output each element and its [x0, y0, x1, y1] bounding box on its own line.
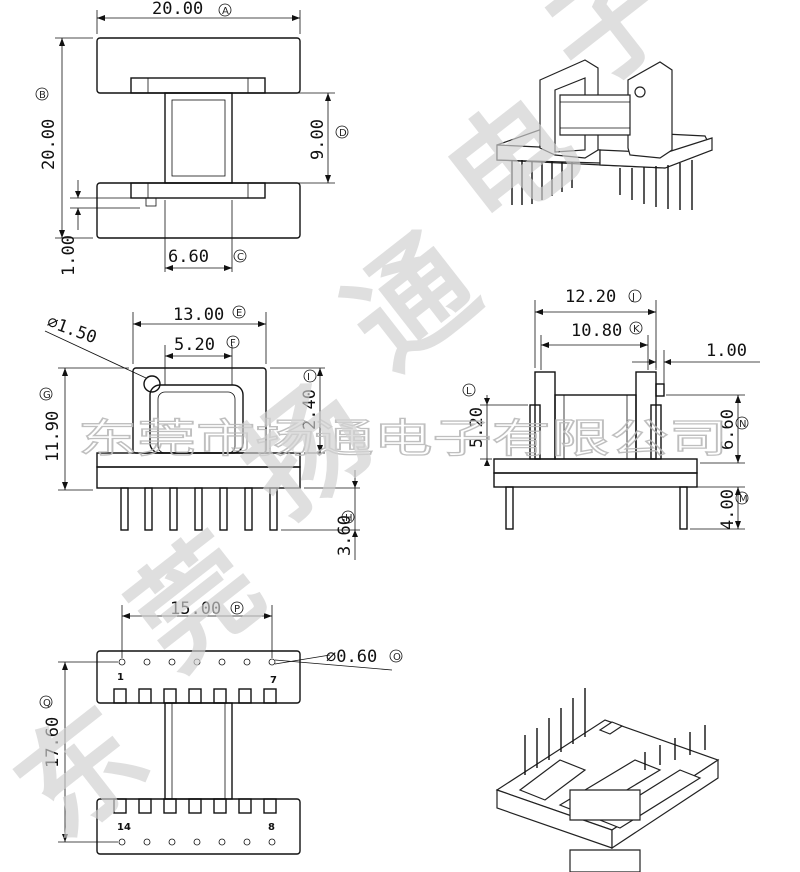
dim-j-value: 12.20 [565, 287, 616, 307]
watermark-company-line: 东莞市扬通电子有限公司 [78, 416, 728, 462]
dim-n-tag: N [739, 419, 746, 430]
dim-h-value: 3.60 [335, 515, 355, 556]
bottom-core-column [164, 702, 233, 800]
watermark-char-4: 通 [322, 211, 502, 394]
dim-b-value: 20.00 [39, 119, 59, 170]
dim-e-value: 13.00 [173, 305, 224, 325]
watermark-char-2: 莞 [107, 511, 287, 694]
dim-c-tag: C [237, 252, 244, 263]
dim-p-value: 15.00 [170, 599, 221, 619]
dim-p-tag: P [234, 604, 240, 615]
top-view [55, 10, 335, 272]
dim-k-value: 10.80 [571, 321, 622, 341]
dim-i-value: 2.40 [300, 389, 320, 430]
isometric-view-top [496, 59, 713, 210]
side-view [480, 300, 760, 530]
pin-label-8: 8 [268, 822, 275, 833]
isometric-pins-bottom [524, 688, 706, 775]
dim-o-tag: O [393, 652, 401, 663]
front-view [44, 312, 360, 560]
dim-e-tag: E [236, 308, 242, 319]
watermark-char-3: 扬 [217, 359, 397, 542]
top-core-window-upper [130, 77, 266, 94]
front-mounting-hole [143, 375, 161, 393]
dim-f-value: 5.20 [174, 335, 215, 355]
dim-m-tag: M [739, 494, 748, 505]
dim-g-tag: G [43, 390, 51, 401]
dim-q-value: 17.60 [43, 717, 63, 768]
dim-d-value: 9.00 [308, 119, 328, 160]
bottom-view [58, 605, 393, 855]
top-core-window-lower [130, 182, 266, 199]
top-core-column [164, 92, 233, 184]
bottom-pin-holes-lower [118, 838, 276, 846]
dim-l-value: 5.20 [467, 407, 487, 448]
dim-f-tag: F [230, 338, 236, 349]
top-flange-lower [96, 182, 301, 239]
dimension-labels: 20.00 A 20.00 B 9.00 D 1.00 6.60 C 13.00… [35, 0, 749, 833]
dim-o-value: ∅0.60 [326, 647, 377, 667]
bottom-slots-upper [113, 688, 277, 704]
dim-one-left-value: 1.00 [59, 235, 79, 276]
pin-label-1: 1 [117, 672, 124, 683]
dim-i-tag: I [307, 372, 310, 383]
dim-d-tag: D [339, 128, 347, 139]
isometric-pins-top [511, 160, 693, 210]
top-flange-upper [96, 37, 301, 94]
dim-c-value: 6.60 [168, 247, 209, 267]
dim-one-right-value: 1.00 [706, 341, 747, 361]
dim-g-value: 11.90 [43, 411, 63, 462]
dim-a-tag: A [222, 6, 229, 17]
dim-m-value: 4.00 [718, 489, 738, 530]
bottom-slots-lower [113, 798, 277, 814]
pin-label-7: 7 [270, 675, 277, 686]
dim-b-tag: B [39, 90, 46, 101]
isometric-view-bottom [495, 688, 720, 872]
watermark-char-1: 东 [0, 681, 172, 864]
bottom-pin-holes-upper [118, 658, 276, 666]
dim-j-tag: J [631, 292, 635, 303]
dim-h-tag: H [345, 513, 353, 524]
dim-dia150-value: ∅1.50 [44, 312, 99, 348]
dim-a-value: 20.00 [152, 0, 203, 19]
pin-label-14: 14 [117, 822, 131, 833]
dim-n-value: 6.60 [718, 409, 738, 450]
dim-q-tag: Q [43, 698, 51, 709]
dim-k-tag: K [633, 324, 640, 335]
dim-l-tag: L [466, 386, 472, 397]
front-pins [120, 487, 278, 531]
